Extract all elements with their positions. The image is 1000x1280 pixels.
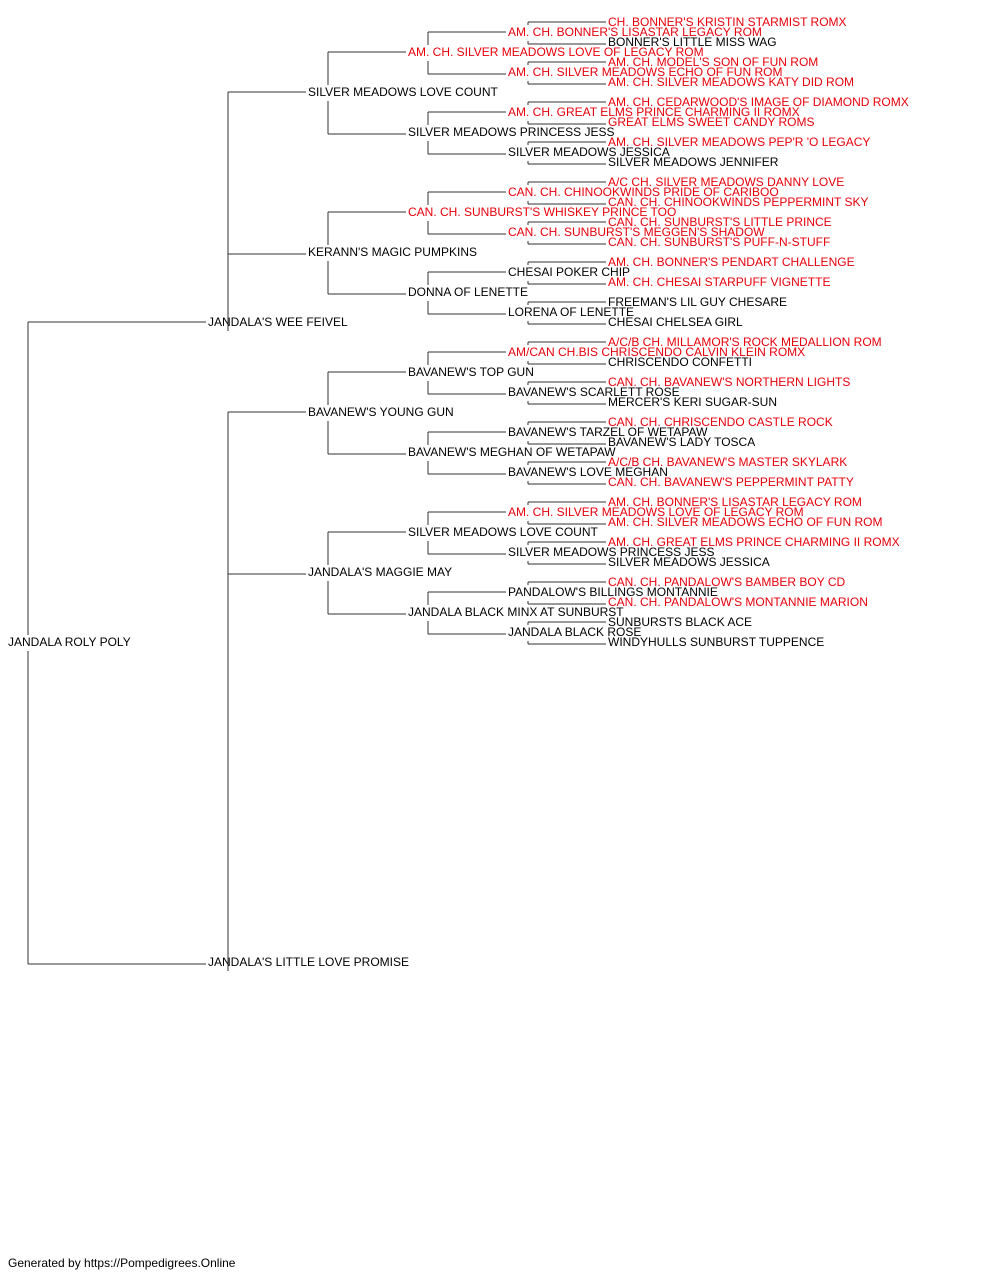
dog-name: CAN. CH. CHINOOKWINDS PEPPERMINT SKY [608,195,868,209]
dog-name: BAVANEW'S YOUNG GUN [308,405,454,419]
dog-name: SILVER MEADOWS PRINCESS JESS [408,125,615,139]
dog-name: A/C/B CH. MILLAMOR'S ROCK MEDALLION ROM [608,335,882,349]
dog-name: JANDALA'S MAGGIE MAY [308,565,452,579]
dog-name: BAVANEW'S LOVE MEGHAN [508,465,668,479]
dog-name: AM. CH. SILVER MEADOWS LOVE OF LEGACY RO… [508,505,804,519]
dog-name: MERCER'S KERI SUGAR-SUN [608,395,777,409]
dog-name: AM/CAN CH.BIS CHRISCENDO CALVIN KLEIN RO… [508,345,805,359]
dog-name: CAN. CH. CHINOOKWINDS PRIDE OF CARIBOO [508,185,779,199]
dog-name: JANDALA ROLY POLY [8,635,131,649]
dog-name: AM. CH. BONNER'S LISASTAR LEGACY ROM [608,495,862,509]
dog-name: WINDYHULLS SUNBURST TUPPENCE [608,635,824,649]
dog-name: SILVER MEADOWS PRINCESS JESS [508,545,715,559]
dog-name: SILVER MEADOWS JENNIFER [608,155,779,169]
dog-name: SILVER MEADOWS JESSICA [608,555,770,569]
dog-name: AM. CH. BONNER'S LISASTAR LEGACY ROM [508,25,762,39]
dog-name: A/C CH. SILVER MEADOWS DANNY LOVE [608,175,844,189]
dog-name: AM. CH. CEDARWOOD'S IMAGE OF DIAMOND ROM… [608,95,909,109]
dog-name: AM. CH. SILVER MEADOWS PEP'R 'O LEGACY [608,135,870,149]
dog-name: JANDALA'S LITTLE LOVE PROMISE [208,955,409,969]
dog-name: BAVANEW'S TARZEL OF WETAPAW [508,425,708,439]
dog-name: FREEMAN'S LIL GUY CHESARE [608,295,787,309]
dog-name: CH. BONNER'S KRISTIN STARMIST ROMX [608,15,847,29]
dog-name: AM. CH. SILVER MEADOWS ECHO OF FUN ROM [608,515,882,529]
generated-by-footer: Generated by https://Pompedigrees.Online [8,1256,236,1270]
dog-name: JANDALA'S WEE FEIVEL [208,315,348,329]
dog-name: CAN. CH. PANDALOW'S MONTANNIE MARION [608,595,868,609]
dog-name: AM. CH. GREAT ELMS PRINCE CHARMING II RO… [508,105,800,119]
dog-name: CAN. CH. SUNBURST'S PUFF-N-STUFF [608,235,830,249]
dog-name: GREAT ELMS SWEET CANDY ROMS [608,115,814,129]
dog-name: AM. CH. MODEL'S SON OF FUN ROM [608,55,818,69]
dog-name: AM. CH. SILVER MEADOWS KATY DID ROM [608,75,854,89]
dog-name: JANDALA BLACK MINX AT SUNBURST [408,605,624,619]
dog-name: AM. CH. CHESAI STARPUFF VIGNETTE [608,275,830,289]
dog-name: CAN. CH. SUNBURST'S MEGGEN'S SHADOW [508,225,765,239]
dog-name: BAVANEW'S TOP GUN [408,365,534,379]
dog-name: CAN. CH. BAVANEW'S NORTHERN LIGHTS [608,375,850,389]
dog-name: PANDALOW'S BILLINGS MONTANNIE [508,585,718,599]
dog-name: BAVANEW'S LADY TOSCA [608,435,755,449]
dog-name: SILVER MEADOWS LOVE COUNT [408,525,598,539]
dog-name: SUNBURSTS BLACK ACE [608,615,752,629]
dog-name: KERANN'S MAGIC PUMPKINS [308,245,477,259]
dog-name: CAN. CH. BAVANEW'S PEPPERMINT PATTY [608,475,854,489]
dog-name: AM. CH. BONNER'S PENDART CHALLENGE [608,255,855,269]
dog-name: AM. CH. SILVER MEADOWS LOVE OF LEGACY RO… [408,45,704,59]
dog-name: LORENA OF LENETTE [508,305,634,319]
dog-name: CAN. CH. CHRISCENDO CASTLE ROCK [608,415,833,429]
dog-name: BAVANEW'S MEGHAN OF WETAPAW [408,445,616,459]
dog-name: DONNA OF LENETTE [408,285,528,299]
dog-name: BONNER'S LITTLE MISS WAG [608,35,777,49]
dog-name: CAN. CH. SUNBURST'S WHISKEY PRINCE TOO [408,205,676,219]
dog-name: SILVER MEADOWS JESSICA [508,145,670,159]
dog-name: CHESAI POKER CHIP [508,265,630,279]
dog-name: AM. CH. SILVER MEADOWS ECHO OF FUN ROM [508,65,782,79]
dog-name: CHESAI CHELSEA GIRL [608,315,743,329]
dog-name: BAVANEW'S SCARLETT ROSE [508,385,680,399]
dog-name: CAN. CH. SUNBURST'S LITTLE PRINCE [608,215,832,229]
dog-name: A/C/B CH. BAVANEW'S MASTER SKYLARK [608,455,847,469]
dog-name: CAN. CH. PANDALOW'S BAMBER BOY CD [608,575,846,589]
dog-name: JANDALA BLACK ROSE [508,625,641,639]
dog-name: SILVER MEADOWS LOVE COUNT [308,85,498,99]
dog-name: CHRISCENDO CONFETTI [608,355,752,369]
dog-name: AM. CH. GREAT ELMS PRINCE CHARMING II RO… [608,535,900,549]
